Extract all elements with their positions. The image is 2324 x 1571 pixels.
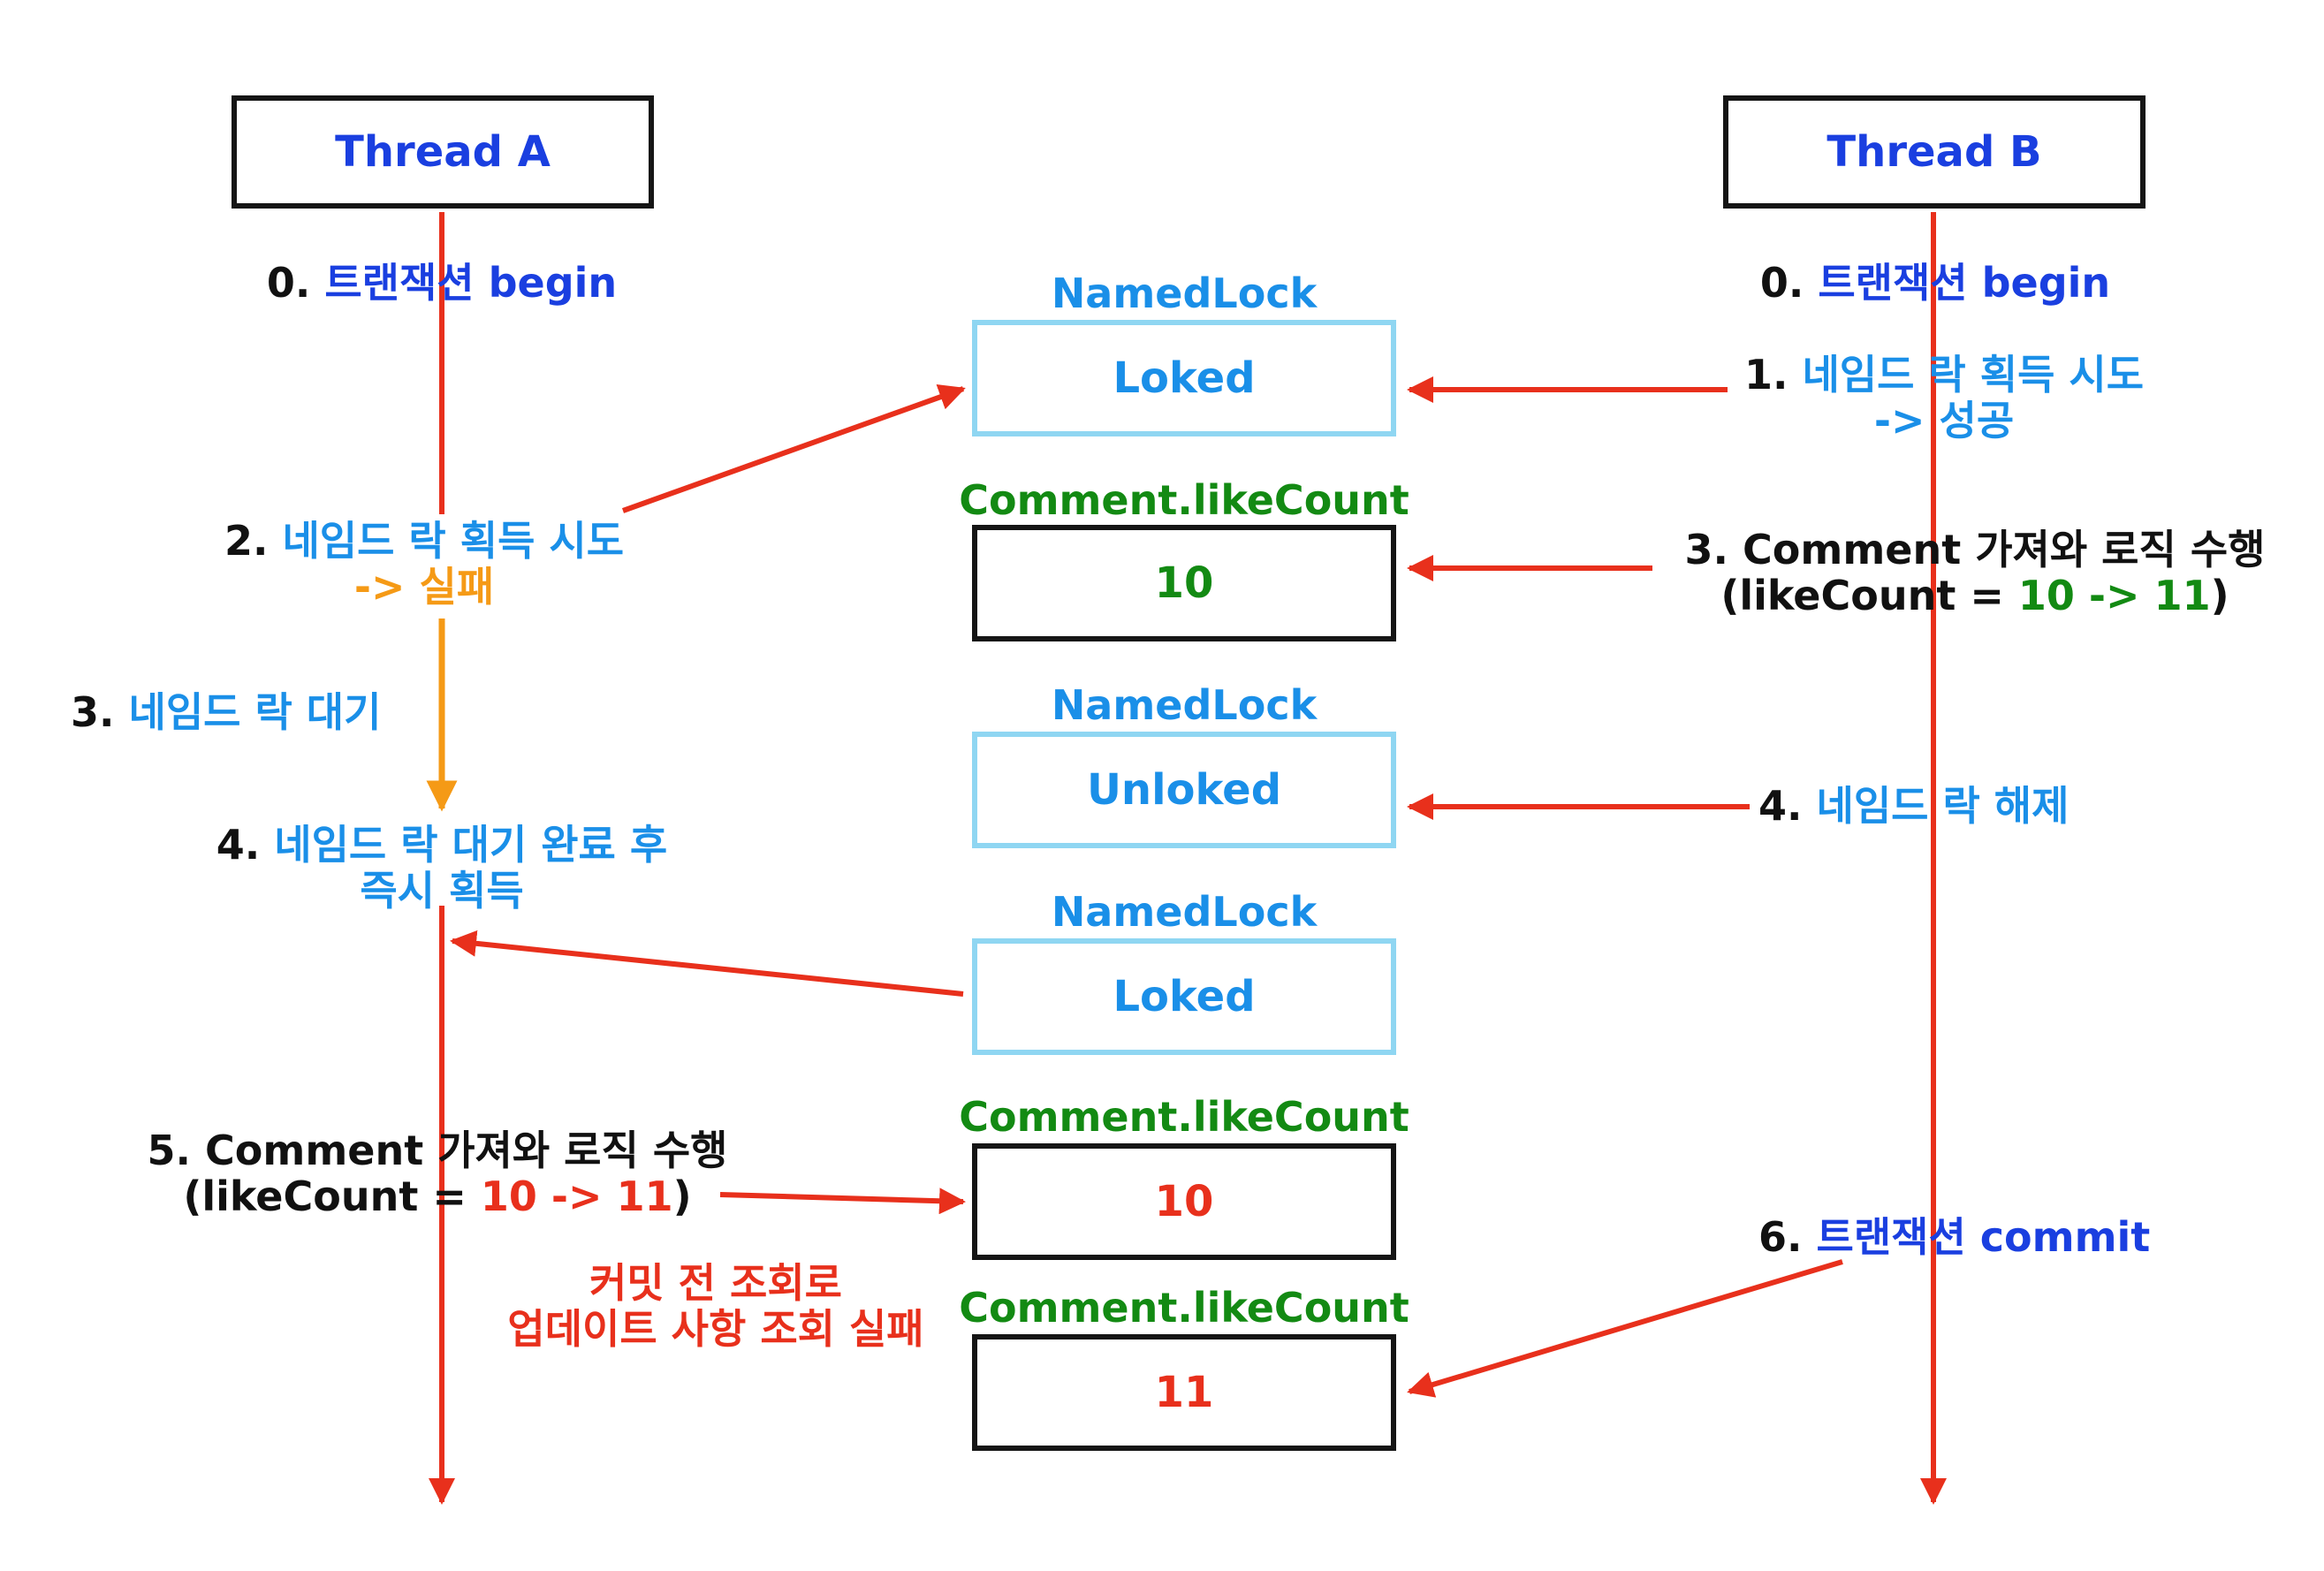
a-step-2-result: -> 실패 — [353, 563, 495, 611]
lock2-box: Unloked — [972, 732, 1396, 848]
thread-a-title: Thread A — [335, 127, 551, 177]
count2-value: 10 — [1154, 1177, 1214, 1226]
lock3-box: Loked — [972, 938, 1396, 1055]
b-step-0: 0. 트랜잭션 begin — [1759, 259, 2111, 307]
lock1-state: Loked — [1113, 353, 1256, 403]
count2-box: 10 — [972, 1143, 1396, 1260]
count1-label: Comment.likeCount — [959, 476, 1409, 524]
count3-box: 11 — [972, 1334, 1396, 1451]
a-step-2: 2. 네임드 락 획득 시도 -> 실패 — [224, 517, 625, 611]
lock1-label: NamedLock — [1051, 269, 1318, 317]
a-step-4: 4. 네임드 락 대기 완료 후 즉시 획득 — [216, 821, 668, 915]
lock3-state: Loked — [1113, 972, 1256, 1021]
stale-read-note: 커밋 전 조회로 업데이트 사항 조회 실패 — [507, 1259, 924, 1353]
lock2-state: Unloked — [1086, 765, 1282, 815]
b-step-6: 6. 트랜잭션 commit — [1758, 1213, 2151, 1261]
a-step-0: 0. 트랜잭션 begin — [266, 259, 618, 307]
count1-value: 10 — [1154, 558, 1214, 608]
thread-b-box: Thread B — [1723, 95, 2146, 209]
count3-label: Comment.likeCount — [959, 1284, 1409, 1332]
b-step-3: 3. Comment 가져와 로직 수행 (likeCount = 10 -> … — [1684, 526, 2266, 619]
thread-b-title: Thread B — [1827, 127, 2042, 177]
lock3-label: NamedLock — [1051, 888, 1318, 936]
thread-a-box: Thread A — [232, 95, 654, 209]
a-step-5: 5. Comment 가져와 로직 수행 (likeCount = 10 -> … — [147, 1127, 728, 1220]
arrow-a-read-count — [719, 1188, 966, 1215]
count1-box: 10 — [972, 525, 1396, 641]
lock1-box: Loked — [972, 320, 1396, 436]
lock2-label: NamedLock — [1051, 681, 1318, 729]
arrow-b-commit — [1407, 1259, 1843, 1398]
count3-value: 11 — [1154, 1368, 1214, 1417]
count2-label: Comment.likeCount — [959, 1093, 1409, 1141]
arrow-a-try-lock — [621, 383, 966, 513]
arrow-lock-to-a — [450, 930, 964, 997]
b-step-1: 1. 네임드 락 획득 시도 -> 성공 — [1743, 351, 2145, 444]
a-step-3: 3. 네임드 락 대기 — [71, 688, 382, 736]
b-step-4: 4. 네임드 락 해제 — [1758, 782, 2070, 830]
